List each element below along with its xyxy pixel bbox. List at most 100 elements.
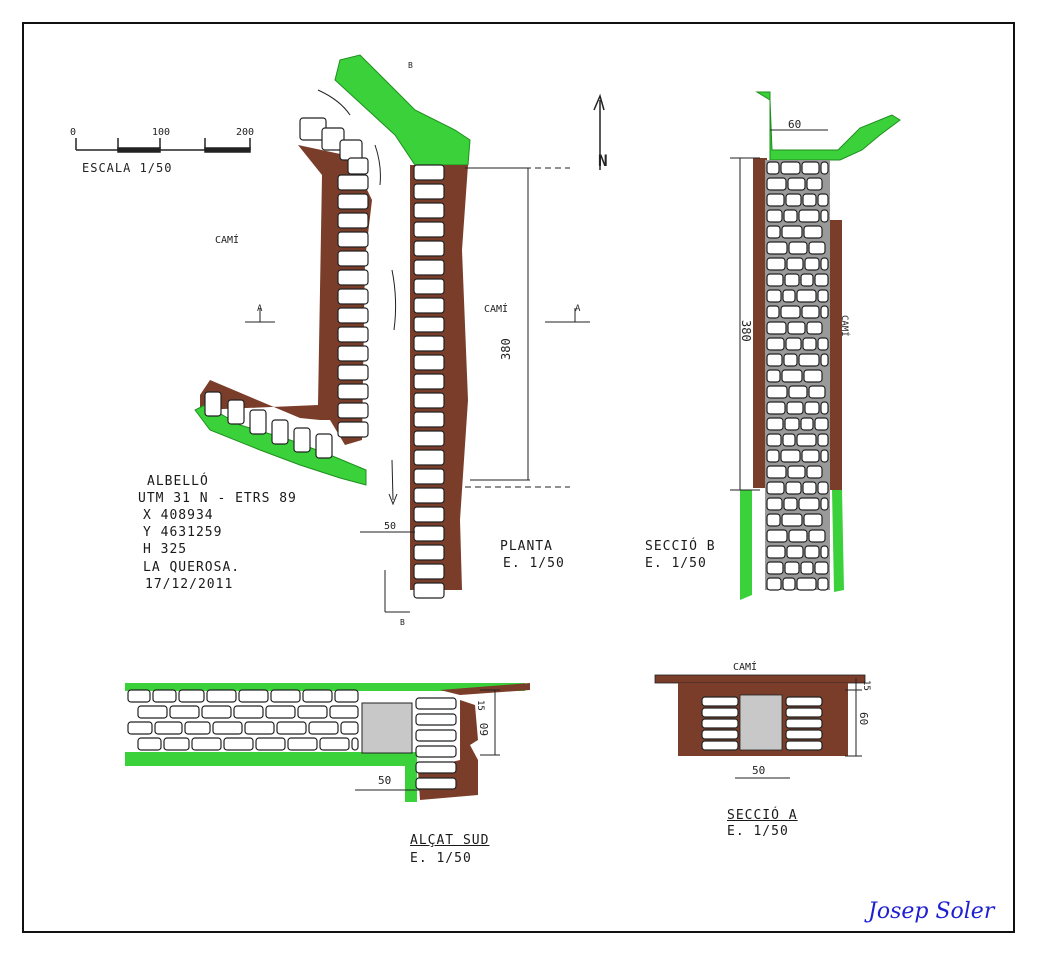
stone	[137, 705, 168, 719]
stone	[413, 221, 445, 238]
stone	[255, 737, 286, 751]
stone	[766, 193, 785, 207]
stone	[804, 401, 820, 415]
plan-title: PLANTA	[500, 539, 553, 554]
stone	[766, 161, 780, 175]
author-signature: Josep Soler	[868, 899, 995, 924]
section-a-scale: E. 1/50	[727, 824, 789, 839]
stone	[766, 433, 782, 447]
stone	[766, 513, 781, 527]
stone	[413, 373, 445, 390]
stone	[413, 164, 445, 181]
section-b-scale: E. 1/50	[645, 556, 707, 571]
stone	[796, 289, 817, 303]
stone	[337, 364, 369, 381]
stone	[780, 449, 801, 463]
stone	[137, 737, 162, 751]
site-info-place: LA QUEROSA.	[143, 560, 241, 575]
stone	[337, 231, 369, 248]
stone	[782, 289, 796, 303]
stone	[766, 385, 788, 399]
stone	[801, 305, 820, 319]
stone	[337, 174, 369, 191]
stone	[319, 737, 350, 751]
elevation-stones	[127, 689, 457, 790]
stone	[803, 225, 823, 239]
site-info-name: ALBELLÓ	[147, 474, 209, 489]
stone	[337, 288, 369, 305]
stone	[337, 250, 369, 267]
stone	[276, 721, 307, 735]
section-b-stones	[766, 161, 829, 591]
stone	[212, 721, 243, 735]
stone	[785, 696, 823, 707]
section-a-view: 15 60 50 CAMÍ	[654, 660, 871, 779]
stone	[339, 139, 363, 161]
stone	[337, 345, 369, 362]
stone	[413, 297, 445, 314]
stone	[784, 273, 800, 287]
stone	[413, 259, 445, 276]
stone	[817, 289, 829, 303]
stone	[415, 713, 457, 726]
stone	[804, 257, 820, 271]
stone	[817, 481, 829, 495]
stone	[808, 241, 826, 255]
site-info-date: 17/12/2011	[145, 577, 234, 592]
stone	[413, 563, 445, 580]
section-a-dimensions	[735, 678, 862, 779]
stone	[329, 705, 359, 719]
stone	[315, 433, 333, 459]
stone	[701, 718, 739, 729]
stone	[817, 433, 829, 447]
stone	[785, 193, 802, 207]
elevation-title: ALÇAT SUD	[410, 833, 490, 848]
stone	[786, 257, 804, 271]
stone	[802, 337, 817, 351]
scale-label: ESCALA 1/50	[82, 161, 172, 175]
stone	[127, 689, 151, 703]
stone	[798, 497, 820, 511]
stone	[820, 305, 829, 319]
stone	[766, 545, 786, 559]
stone	[238, 689, 269, 703]
stone	[786, 401, 804, 415]
stone	[127, 721, 153, 735]
section-marker-lines	[245, 308, 590, 323]
stone	[766, 465, 787, 479]
stone	[152, 689, 177, 703]
stone	[766, 337, 785, 351]
stone	[337, 193, 369, 210]
stone	[800, 561, 814, 575]
stone	[766, 449, 780, 463]
stone	[701, 707, 739, 718]
stone	[780, 305, 801, 319]
stone	[204, 391, 222, 417]
section-b-dimensions	[730, 129, 828, 491]
stone	[766, 257, 786, 271]
path-arrows	[317, 89, 410, 613]
site-info-y: Y 4631259	[143, 525, 223, 540]
section-a-title: SECCIÓ A	[727, 808, 798, 823]
stone	[413, 525, 445, 542]
stone	[785, 337, 802, 351]
stone	[785, 729, 823, 740]
stone	[701, 729, 739, 740]
north-arrow-icon	[593, 93, 605, 170]
stone	[780, 161, 801, 175]
stone	[796, 577, 817, 591]
stone	[413, 430, 445, 447]
stone	[413, 316, 445, 333]
stone	[781, 513, 803, 527]
stone	[337, 307, 369, 324]
stone	[701, 696, 739, 707]
section-marker-a-right: A	[575, 304, 581, 314]
stone	[785, 707, 823, 718]
stone	[766, 321, 787, 335]
plan-dimension-width: 50	[384, 521, 396, 532]
stone	[788, 241, 808, 255]
stone	[817, 337, 829, 351]
section-b-view: 60 380 CAMÍ	[730, 91, 901, 600]
stone	[766, 369, 781, 383]
scale-bar	[75, 138, 251, 153]
